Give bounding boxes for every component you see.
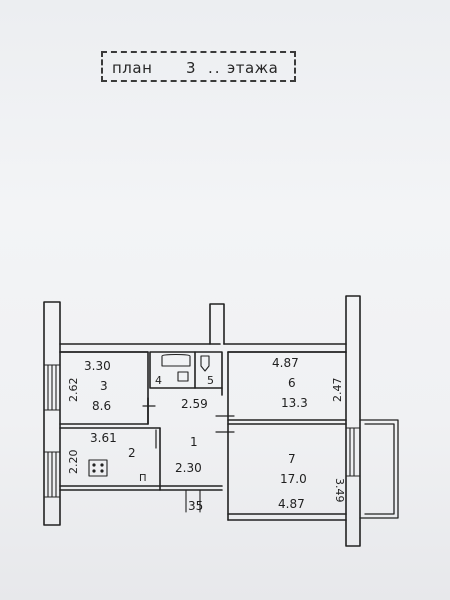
title-dots: .. xyxy=(208,59,222,77)
entrance-dimension: 35 xyxy=(188,499,203,513)
room-2-walls xyxy=(59,485,223,491)
room-6-side: 2.47 xyxy=(331,378,344,403)
right-outer-wall xyxy=(345,295,361,547)
bathtub xyxy=(161,353,191,367)
room-2-fixture: П xyxy=(139,473,147,484)
room-6-area: 13.3 xyxy=(281,396,308,410)
room-7-side: 3.49 xyxy=(333,478,346,503)
room-7-walls xyxy=(227,513,347,521)
room-7-number: 7 xyxy=(288,452,296,466)
room-7-width: 4.87 xyxy=(278,497,305,511)
washbasin xyxy=(177,371,189,382)
window-left-lower xyxy=(43,451,61,498)
room-1-dimension: 2.30 xyxy=(175,461,202,475)
toilet xyxy=(200,355,210,372)
room-4-number: 4 xyxy=(155,374,162,387)
room-2-side: 2.20 xyxy=(67,450,80,475)
room-6-walls xyxy=(227,351,347,425)
room-7-area: 17.0 xyxy=(280,472,307,486)
balcony xyxy=(359,419,399,519)
left-outer-wall xyxy=(43,301,61,526)
room-3-width: 3.30 xyxy=(84,359,111,373)
room-1-number: 1 xyxy=(190,435,198,449)
title-word-plan: план xyxy=(112,59,153,77)
window-left-upper xyxy=(43,364,61,411)
entrance xyxy=(185,489,201,513)
room-2-width: 3.61 xyxy=(90,431,117,445)
floor-number: 3 xyxy=(186,59,197,77)
room-5-number: 5 xyxy=(207,374,214,387)
room-1-area: 2.59 xyxy=(181,397,208,411)
room-3-side: 2.62 xyxy=(67,378,80,403)
corridor-wall-right xyxy=(221,351,229,521)
corridor-wall-left xyxy=(147,397,161,491)
door-marks-1 xyxy=(142,405,235,449)
room-3-walls xyxy=(59,351,149,425)
title-stamp: план 3 .. этажа xyxy=(101,51,296,82)
room-2-number: 2 xyxy=(128,446,136,460)
top-wall xyxy=(59,343,347,353)
title-stamp-text: план 3 .. этажа xyxy=(103,53,298,84)
room-3-number: 3 xyxy=(100,379,108,393)
top-wall-stub xyxy=(209,303,225,345)
room-3-area: 8.6 xyxy=(92,399,111,413)
title-word-floor: этажа xyxy=(227,59,279,77)
stove xyxy=(88,459,108,477)
room-6-width: 4.87 xyxy=(272,356,299,370)
room-6-number: 6 xyxy=(288,376,296,390)
window-right xyxy=(345,427,361,477)
